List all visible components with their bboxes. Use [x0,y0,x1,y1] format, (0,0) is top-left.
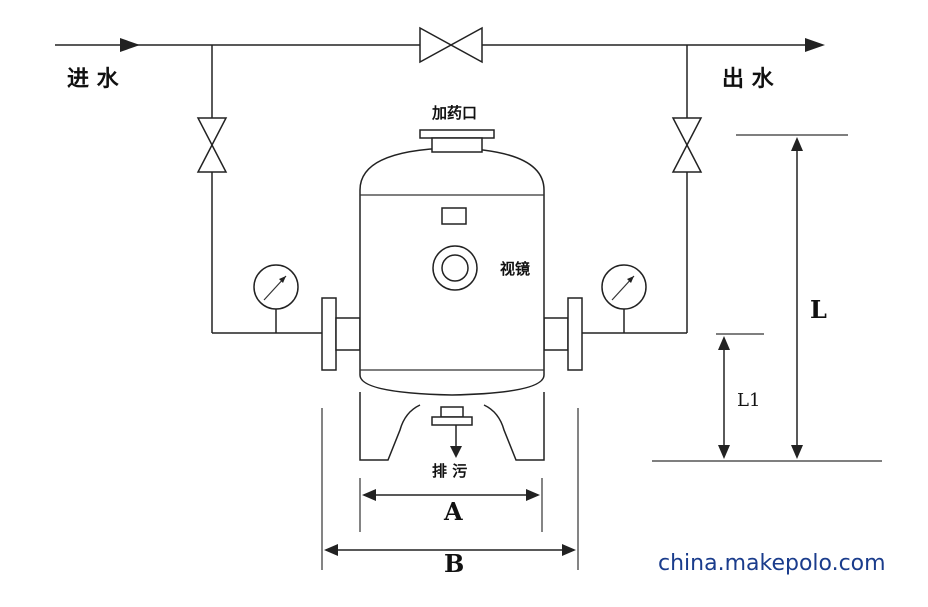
dimension-a [359,478,543,532]
outlet-pressure-gauge-icon [601,264,647,333]
dimension-l1-label: L1 [737,390,760,411]
outlet-arrow-icon [805,38,825,52]
inlet-flange [321,297,361,371]
sight-glass-label: 视镜 [500,260,530,278]
bypass-valve-icon [419,26,483,64]
dosing-port-label: 加药口 [431,104,477,122]
watermark-text: china.makepolo.com [658,551,886,576]
drain-label: 排 污 [432,462,467,480]
main-pipe [55,38,825,52]
inlet-pressure-gauge-icon [253,264,299,333]
outlet-valve-icon [671,117,703,173]
vessel-legs [359,392,545,461]
dosing-port [419,129,495,153]
outlet-flange [543,297,583,371]
outlet-label: 出 水 [722,67,775,92]
drain-arrow-icon [450,446,462,458]
inlet-branch-pipe [211,45,322,334]
dimension-a-label: A [443,497,463,526]
nameplate [441,207,467,225]
dimension-l1 [716,333,764,459]
inlet-arrow-icon [120,38,140,52]
drain-outlet [431,406,473,458]
outlet-branch-pipe [582,45,688,334]
inlet-valve-icon [196,117,228,173]
dimension-l-label: L [810,295,827,324]
sight-glass-icon [432,245,478,291]
dimension-b-label: B [444,549,464,578]
dimension-l [652,134,882,462]
inlet-label: 进 水 [67,67,120,92]
dimension-b [321,408,579,570]
